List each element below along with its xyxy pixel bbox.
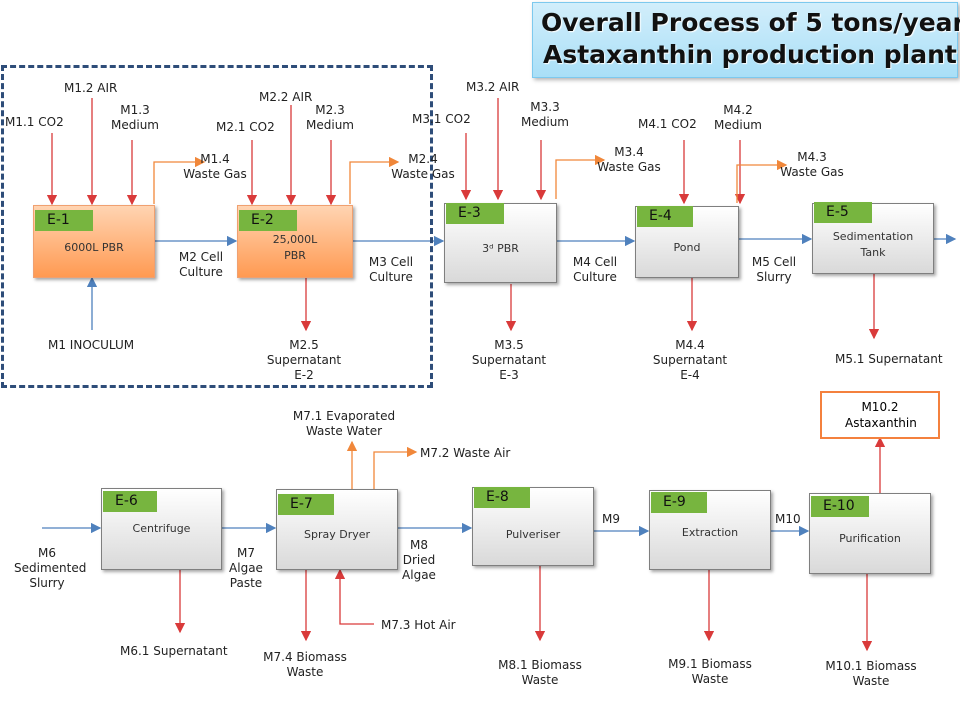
stream-m9-1: M9.1 Biomass Waste bbox=[668, 657, 752, 686]
input-arrows bbox=[46, 98, 886, 652]
stream-m7: M7 Algae Paste bbox=[229, 546, 263, 590]
stream-m8-1: M8.1 Biomass Waste bbox=[498, 658, 582, 687]
equipment-e5-name: Sedimentation Tank bbox=[832, 229, 914, 259]
stream-m1-1: M1.1 CO2 bbox=[5, 115, 64, 129]
stream-m10: M10 bbox=[775, 512, 801, 526]
stream-m4: M4 Cell Culture bbox=[572, 255, 618, 284]
equipment-e1-tag: E-1 bbox=[35, 210, 93, 231]
equipment-e4-name: Pond bbox=[673, 241, 701, 254]
equipment-e4-tag: E-4 bbox=[637, 206, 693, 227]
equipment-e6-tag: E-6 bbox=[103, 491, 157, 512]
stream-m2-3: M2.3 Medium bbox=[306, 103, 354, 132]
equipment-e10-tag: E-10 bbox=[811, 496, 869, 517]
dashed-group-boundary bbox=[1, 65, 433, 388]
stream-m3-5: M3.5 Supernatant E-3 bbox=[471, 338, 547, 382]
stream-m7-1: M7.1 Evaporated Waste Water bbox=[292, 409, 396, 438]
title-line-2: Astaxanthin production plant bbox=[543, 40, 957, 69]
stream-m3: M3 Cell Culture bbox=[368, 255, 414, 284]
stream-m10-1: M10.1 Biomass Waste bbox=[825, 659, 917, 688]
stream-m6: M6 Sedimented Slurry bbox=[14, 546, 87, 590]
stream-m4-2: M4.2 Medium bbox=[714, 103, 762, 132]
stream-m3-4: M3.4 Waste Gas bbox=[597, 145, 661, 174]
equipment-e7-name: Spray Dryer bbox=[303, 527, 371, 541]
product-astaxanthin-box: M10.2 Astaxanthin bbox=[820, 391, 940, 439]
equipment-e3-tag: E-3 bbox=[446, 203, 504, 224]
stream-m4-1: M4.1 CO2 bbox=[638, 117, 697, 131]
stream-m3-2: M3.2 AIR bbox=[466, 80, 520, 94]
stream-m7-4: M7.4 Biomass Waste bbox=[263, 650, 347, 679]
equipment-e2-name: 25,000L PBR bbox=[272, 232, 318, 262]
stream-m2-5: M2.5 Supernatant E-2 bbox=[266, 338, 342, 382]
stream-m4-4: M4.4 Supernatant E-4 bbox=[652, 338, 728, 382]
equipment-e6-name: Centrifuge bbox=[132, 522, 191, 535]
stream-m4-3: M4.3 Waste Gas bbox=[780, 150, 844, 179]
equipment-e10-name: Purification bbox=[839, 531, 901, 545]
waste-gas-arrows bbox=[153, 154, 788, 489]
stream-m9: M9 bbox=[602, 512, 620, 526]
equipment-e5-tag: E-5 bbox=[814, 202, 872, 223]
equipment-e2-tag: E-2 bbox=[239, 210, 297, 231]
equipment-e1: 6000L PBR bbox=[33, 205, 155, 278]
diagram-title-box: Overall Process of 5 tons/year Astaxanth… bbox=[532, 2, 960, 78]
equipment-e1-name: 6000L PBR bbox=[64, 240, 124, 254]
title-line-1: Overall Process of 5 tons/year bbox=[541, 8, 960, 37]
stream-m1: M1 INOCULUM bbox=[48, 338, 135, 352]
equipment-e8-tag: E-8 bbox=[474, 487, 530, 508]
stream-m1-4: M1.4 Waste Gas bbox=[183, 152, 247, 181]
stream-m7-3: M7.3 Hot Air bbox=[381, 618, 456, 632]
stream-m8: M8 Dried Algae bbox=[402, 538, 436, 582]
stream-m3-3: M3.3 Medium bbox=[521, 100, 569, 129]
stream-m6-1: M6.1 Supernatant bbox=[120, 644, 228, 658]
main-flow-arrows bbox=[42, 233, 957, 537]
stream-m1-3: M1.3 Medium bbox=[111, 103, 159, 132]
equipment-e7-tag: E-7 bbox=[278, 494, 334, 515]
equipment-e3-name: 3ᵈ PBR bbox=[482, 242, 519, 255]
stream-m2-4: M2.4 Waste Gas bbox=[391, 152, 455, 181]
equipment-e9-tag: E-9 bbox=[651, 492, 707, 513]
stream-m5: M5 Cell Slurry bbox=[751, 255, 797, 284]
product-astaxanthin-label: M10.2 Astaxanthin bbox=[845, 400, 917, 430]
equipment-e8-name: Pulveriser bbox=[505, 527, 561, 541]
stream-m2-1: M2.1 CO2 bbox=[216, 120, 275, 134]
stream-m5-1: M5.1 Supernatant bbox=[835, 352, 943, 366]
stream-m2: M2 Cell Culture bbox=[178, 250, 224, 279]
equipment-e9-name: Extraction bbox=[681, 526, 739, 539]
stream-m7-2: M7.2 Waste Air bbox=[420, 446, 511, 460]
stream-m3-1: M3.1 CO2 bbox=[412, 112, 471, 126]
stream-m1-2: M1.2 AIR bbox=[64, 81, 118, 95]
stream-m2-2: M2.2 AIR bbox=[259, 90, 313, 104]
